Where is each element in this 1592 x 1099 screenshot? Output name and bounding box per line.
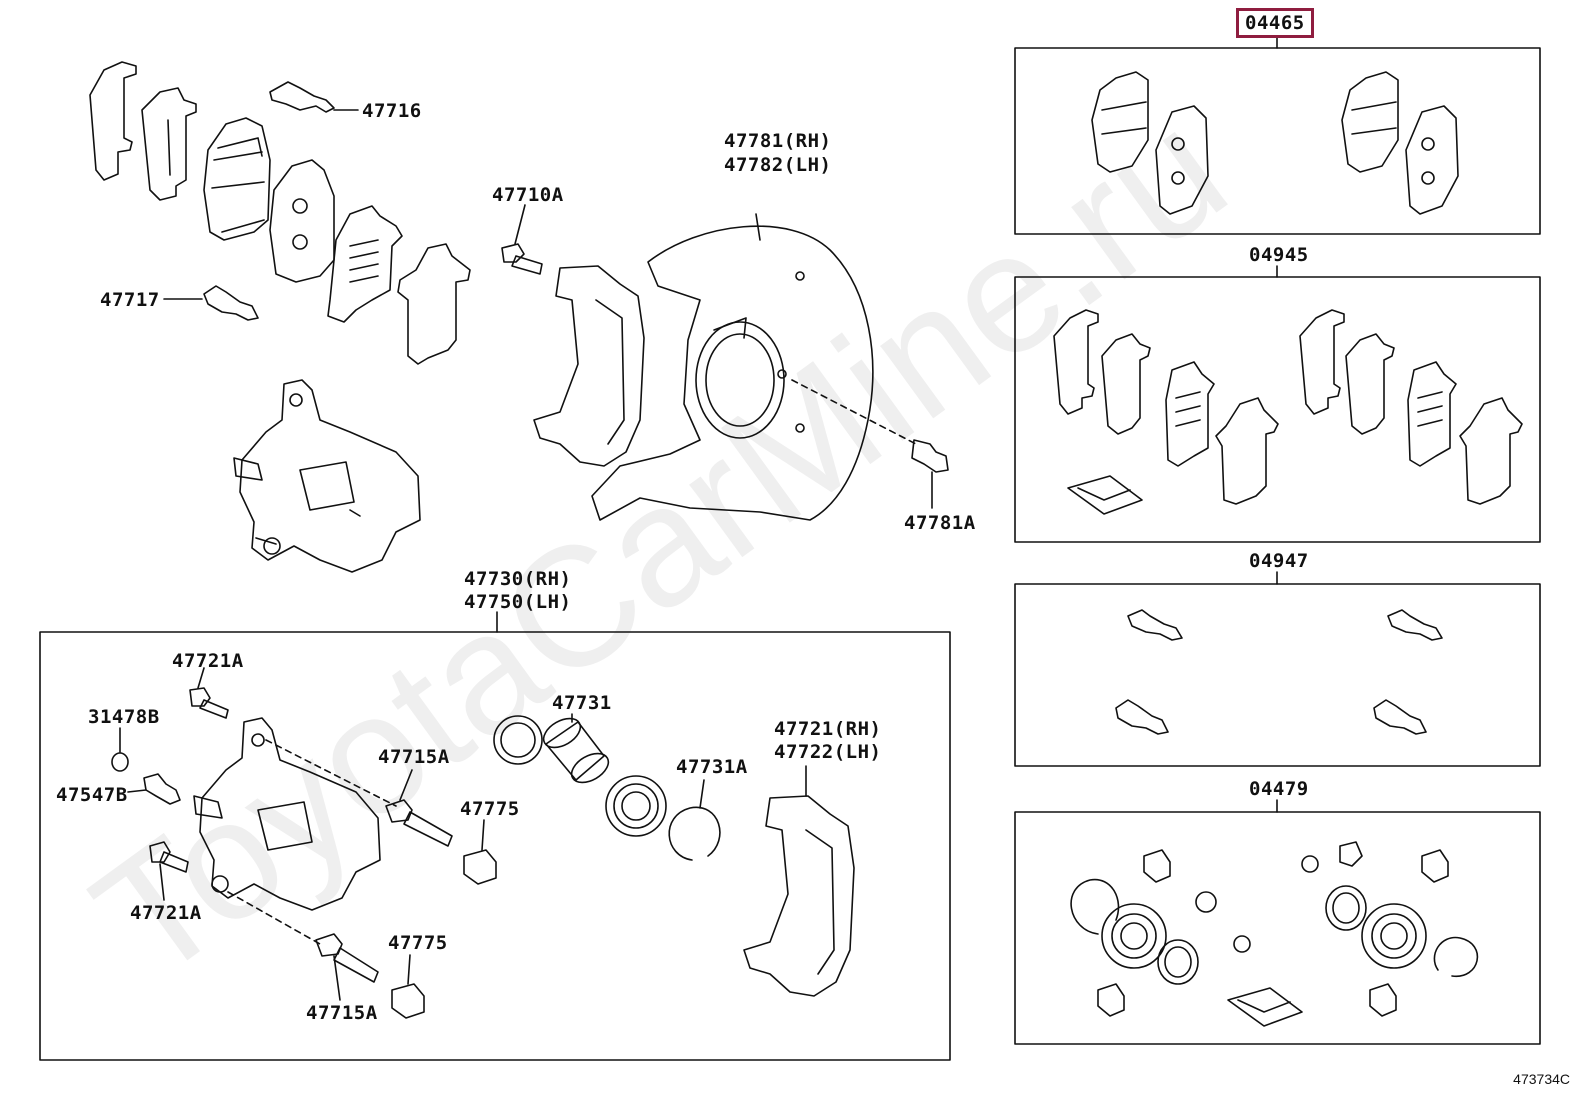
label-47717: 47717 [100, 289, 160, 311]
caliper-cylinder-upper [233, 379, 421, 573]
bleeder-cap-31478B [111, 727, 129, 772]
bleeder-plug-47547B [127, 773, 181, 805]
piston-seal-ring [493, 715, 543, 765]
label-kit-04947[interactable]: 04947 [1249, 550, 1309, 572]
label-47782-lh: 47782(LH) [724, 154, 832, 176]
label-47721A-bottom: 47721A [130, 902, 202, 924]
label-47721-rh: 47721(RH) [774, 718, 882, 740]
kit-04465-frame [1014, 47, 1541, 235]
label-47721A-top: 47721A [172, 650, 244, 672]
pad-wear-clip-47716 [269, 81, 359, 113]
label-47715A-bottom: 47715A [306, 1002, 378, 1024]
label-kit-04465-highlighted[interactable]: 04465 [1236, 8, 1314, 38]
bolt-47721A-lower [149, 841, 189, 901]
label-47716: 47716 [362, 100, 422, 122]
anti-squeal-shim-outer [397, 243, 471, 365]
label-kit-04479[interactable]: 04479 [1249, 778, 1309, 800]
brake-pad-left [203, 117, 271, 241]
label-47775-bottom: 47775 [388, 932, 448, 954]
label-47781A: 47781A [904, 512, 976, 534]
label-47731A: 47731A [676, 756, 748, 778]
pad-wear-clip-47717 [163, 285, 259, 321]
label-31478B: 31478B [88, 706, 160, 728]
pad-backing-plate [269, 159, 335, 283]
kit-04945-shims-left [1053, 309, 1279, 515]
label-47547B: 47547B [56, 784, 128, 806]
label-47775-top: 47775 [460, 798, 520, 820]
label-47731: 47731 [552, 692, 612, 714]
bolt-47710A [501, 204, 543, 275]
disc-dust-cover [591, 213, 874, 521]
shim-inner-left [141, 87, 197, 201]
piston-47731 [542, 713, 610, 784]
label-47750-lh: 47750(LH) [464, 591, 572, 613]
label-47710A: 47710A [492, 184, 564, 206]
boot-47775-upper [463, 819, 497, 885]
piston-boot [605, 775, 667, 837]
kit-04947-clips [1115, 609, 1443, 735]
caliper-assembly-frame [39, 631, 951, 1061]
label-47730-rh: 47730(RH) [464, 568, 572, 590]
label-47781-rh: 47781(RH) [724, 130, 832, 152]
shim-outer-left [89, 61, 137, 181]
label-47722-lh: 47722(LH) [774, 741, 882, 763]
kit-04479-frame [1014, 811, 1541, 1045]
kit-04465-pad-right [1341, 71, 1459, 215]
diagram-id: 473734C [1513, 1071, 1570, 1087]
bolt-47781A [791, 379, 949, 509]
slide-pin-47715A-upper [385, 769, 453, 847]
kit-04947-frame [1014, 583, 1541, 767]
kit-04465-pad-left [1091, 71, 1209, 215]
kit-04945-shims-right [1299, 309, 1523, 505]
slide-pin-47715A-lower [315, 933, 379, 1001]
bolt-47721A-upper [189, 667, 229, 719]
kit-04945-frame [1014, 276, 1541, 543]
anti-squeal-shim [327, 205, 403, 323]
snap-ring-47731A [668, 779, 721, 861]
boot-47775-lower [391, 954, 425, 1019]
kit-04479-seals [1070, 841, 1479, 1027]
caliper-cylinder-lower [193, 717, 397, 945]
label-47715A-top: 47715A [378, 746, 450, 768]
label-kit-04945[interactable]: 04945 [1249, 244, 1309, 266]
caliper-bracket-upper [533, 265, 645, 467]
caliper-bracket-lower [743, 765, 855, 997]
